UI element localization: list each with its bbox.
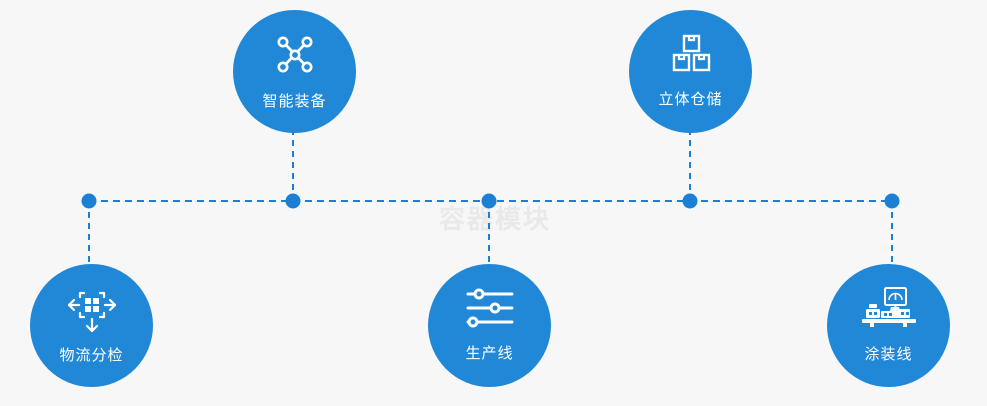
- connector-dot-warehouse[interactable]: [682, 193, 698, 209]
- paint-booth-icon: [861, 287, 917, 329]
- node-label-coating-line: 涂装线: [864, 346, 913, 363]
- watermark-label: 容器模块: [438, 204, 551, 234]
- connector-dot-left[interactable]: [81, 193, 97, 209]
- sliders-icon: [465, 288, 515, 328]
- connector-dot-right[interactable]: [884, 193, 900, 209]
- node-label-production-line: 生产线: [465, 345, 514, 362]
- node-coating-line[interactable]: 涂装线: [827, 264, 950, 387]
- node-intelligent-equipment[interactable]: 智能装备: [233, 10, 356, 133]
- node-label-stereo-warehouse: 立体仓储: [658, 91, 723, 108]
- sorting-arrows-icon: [66, 286, 118, 334]
- network-nodes-icon: [272, 32, 318, 78]
- node-label-intelligent-equipment: 智能装备: [262, 93, 327, 110]
- node-logistics-sorting[interactable]: 物流分检: [30, 264, 153, 387]
- stacked-boxes-icon: [668, 34, 714, 76]
- node-stereo-warehouse[interactable]: 立体仓储: [629, 10, 752, 133]
- connector-dot-intelligent[interactable]: [285, 193, 301, 209]
- connector-dot-center[interactable]: [481, 193, 497, 209]
- node-production-line[interactable]: 生产线: [428, 264, 551, 387]
- node-label-logistics-sorting: 物流分检: [59, 347, 124, 364]
